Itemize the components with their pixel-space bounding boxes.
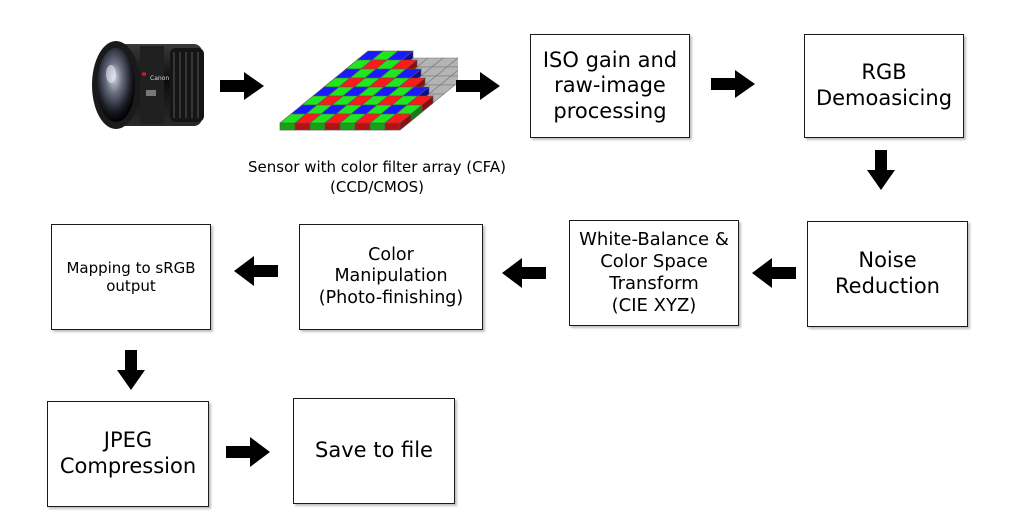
white-balance-box: White-Balance & Color Space Transform (C… bbox=[569, 220, 739, 326]
cfa-cell bbox=[279, 122, 296, 131]
color-manipulation-label: Color Manipulation (Photo-finishing) bbox=[318, 244, 464, 308]
arrow-right-icon bbox=[220, 72, 264, 100]
sensor-caption-line1: Sensor with color filter array (CFA) bbox=[248, 158, 506, 176]
rgb-demosaicing-label: RGB Demoasicing bbox=[815, 60, 953, 110]
cfa-cell bbox=[309, 122, 326, 131]
noise-reduction-label: Noise Reduction bbox=[835, 248, 940, 298]
white-balance-label: White-Balance & Color Space Transform (C… bbox=[579, 229, 729, 316]
svg-text:Canon: Canon bbox=[150, 75, 169, 82]
arrow-left-icon bbox=[502, 258, 546, 288]
rgb-demosaicing-box: RGB Demoasicing bbox=[804, 34, 964, 138]
cfa-cell bbox=[369, 122, 386, 131]
sensor-caption-line2: (CCD/CMOS) bbox=[330, 178, 424, 196]
jpeg-compression-label: JPEG Compression bbox=[59, 428, 197, 478]
save-to-file-label: Save to file bbox=[315, 438, 433, 463]
noise-reduction-box: Noise Reduction bbox=[807, 221, 968, 327]
srgb-mapping-box: Mapping to sRGB output bbox=[51, 224, 211, 330]
cfa-cell bbox=[354, 122, 371, 131]
arrow-left-icon bbox=[752, 258, 796, 288]
sensor-cfa-icon bbox=[279, 50, 458, 131]
iso-gain-label: ISO gain and raw-image processing bbox=[542, 47, 678, 123]
jpeg-compression-box: JPEG Compression bbox=[47, 401, 209, 507]
arrow-left-icon bbox=[234, 256, 278, 286]
arrow-right-icon bbox=[226, 437, 270, 467]
sensor-caption: Sensor with color filter array (CFA) (CC… bbox=[212, 157, 542, 197]
srgb-mapping-label: Mapping to sRGB output bbox=[66, 258, 196, 295]
arrow-right-icon bbox=[711, 70, 755, 98]
cfa-cell bbox=[339, 122, 356, 131]
arrow-down-icon bbox=[867, 150, 895, 190]
color-manipulation-box: Color Manipulation (Photo-finishing) bbox=[299, 224, 483, 330]
iso-gain-box: ISO gain and raw-image processing bbox=[530, 34, 690, 138]
camera-lens-icon: Canon bbox=[92, 41, 204, 129]
cfa-cell bbox=[450, 69, 458, 77]
cfa-cell bbox=[324, 122, 341, 131]
cfa-cell bbox=[384, 113, 412, 124]
arrow-down-icon bbox=[117, 350, 145, 390]
arrow-right-icon bbox=[456, 72, 500, 100]
save-to-file-box: Save to file bbox=[293, 398, 455, 504]
cfa-cell bbox=[294, 122, 311, 131]
cfa-cell bbox=[384, 122, 401, 131]
